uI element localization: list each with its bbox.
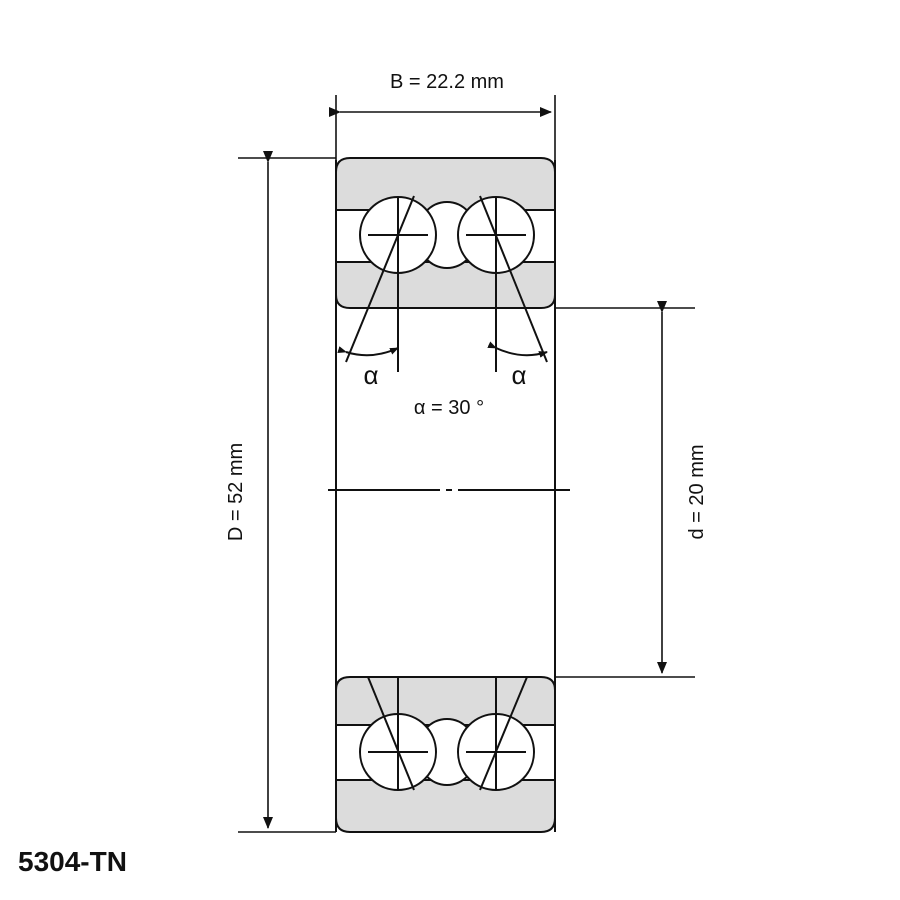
angle-arc-right	[487, 341, 548, 358]
bottom-bearing-section	[335, 676, 556, 833]
outer-diameter-label: D = 52 mm	[225, 443, 247, 541]
model-number: 5304-TN	[18, 846, 127, 877]
bottom-outer-ring	[335, 779, 556, 833]
bore-label: d = 20 mm	[686, 444, 708, 539]
top-contact-line-left	[345, 195, 415, 363]
angle-arc-left	[337, 346, 399, 357]
alpha-symbol-left: α	[363, 360, 378, 390]
alpha-symbol-right: α	[511, 360, 526, 390]
contact-angle-label: α = 30 °	[414, 397, 484, 419]
width-label: B = 22.2 mm	[390, 71, 504, 93]
top-contact-line-right	[479, 195, 548, 363]
bottom-inner-ring	[335, 676, 556, 726]
top-bearing-section	[335, 157, 556, 372]
